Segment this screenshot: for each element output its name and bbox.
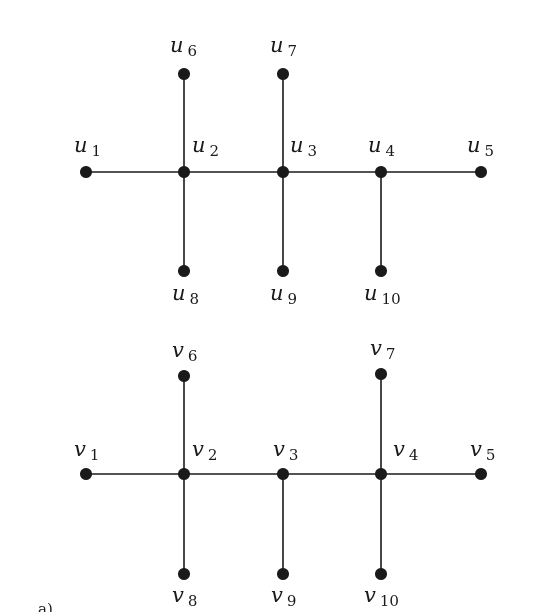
vertex-label-letter: u <box>290 133 304 157</box>
vertex-v1 <box>80 468 92 480</box>
vertex-v7 <box>375 368 387 380</box>
vertex-label-letter: u <box>74 133 88 157</box>
vertex-label-index: 8 <box>190 290 200 308</box>
vertex-label-letter: v <box>74 437 86 461</box>
vertex-u9 <box>277 265 289 277</box>
vertex-label-letter: v <box>364 583 376 607</box>
vertex-label-letter: u <box>172 281 186 305</box>
vertex-label-letter: u <box>364 281 378 305</box>
vertex-label-index: 2 <box>208 446 218 464</box>
vertex-u10 <box>375 265 387 277</box>
vertex-label-index: 10 <box>382 290 401 308</box>
vertex-v4 <box>375 468 387 480</box>
vertex-u8 <box>178 265 190 277</box>
vertex-label-index: 4 <box>409 446 419 464</box>
vertex-label-index: 3 <box>308 142 318 160</box>
vertices-layer <box>80 68 487 580</box>
vertex-label-index: 9 <box>288 290 298 308</box>
vertex-v3 <box>277 468 289 480</box>
vertex-label-index: 10 <box>380 592 399 610</box>
vertex-u3 <box>277 166 289 178</box>
vertex-label-index: 6 <box>188 347 198 365</box>
vertex-label-letter: v <box>393 437 405 461</box>
vertex-label-letter: v <box>172 338 184 362</box>
vertex-u6 <box>178 68 190 80</box>
figure-caption: a) <box>38 600 53 612</box>
vertex-label-index: 5 <box>485 142 495 160</box>
vertex-label-letter: v <box>370 336 382 360</box>
vertex-v10 <box>375 568 387 580</box>
vertex-label-index: 3 <box>289 446 299 464</box>
vertex-v9 <box>277 568 289 580</box>
vertex-u4 <box>375 166 387 178</box>
vertex-u1 <box>80 166 92 178</box>
vertex-label-letter: u <box>192 133 206 157</box>
vertex-label-letter: u <box>368 133 382 157</box>
vertex-label-index: 6 <box>188 42 198 60</box>
vertex-label-index: 1 <box>92 142 102 160</box>
vertex-v8 <box>178 568 190 580</box>
vertex-label-letter: v <box>172 583 184 607</box>
vertex-label-letter: u <box>467 133 481 157</box>
vertex-u7 <box>277 68 289 80</box>
edges-layer <box>86 74 481 574</box>
vertex-label-letter: v <box>192 437 204 461</box>
vertex-v6 <box>178 370 190 382</box>
vertex-label-index: 8 <box>188 592 198 610</box>
vertex-label-index: 2 <box>210 142 220 160</box>
vertex-label-letter: u <box>270 281 284 305</box>
vertex-label-letter: u <box>270 33 284 57</box>
vertex-label-index: 4 <box>386 142 396 160</box>
vertex-label-letter: v <box>470 437 482 461</box>
vertex-v5 <box>475 468 487 480</box>
vertex-label-index: 1 <box>90 446 100 464</box>
vertex-label-letter: v <box>271 583 283 607</box>
vertex-label-index: 5 <box>486 446 496 464</box>
vertex-v2 <box>178 468 190 480</box>
vertex-label-index: 7 <box>288 42 298 60</box>
vertex-u5 <box>475 166 487 178</box>
vertex-u2 <box>178 166 190 178</box>
vertex-label-letter: u <box>170 33 184 57</box>
vertex-label-index: 9 <box>287 592 297 610</box>
vertex-label-letter: v <box>273 437 285 461</box>
vertex-label-index: 7 <box>386 345 396 363</box>
